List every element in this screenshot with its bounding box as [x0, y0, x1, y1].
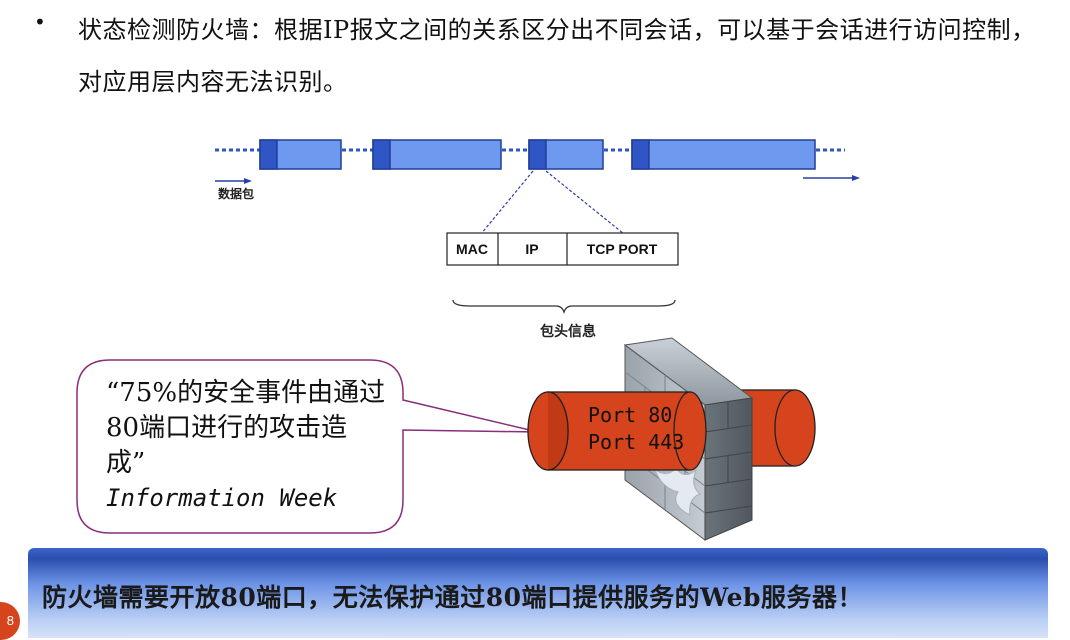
bullet-text: 状态检测防火墙：根据IP报文之间的关系区分出不同会话，可以基于会话进行访问控制，…	[78, 16, 1036, 96]
arrow-icon	[803, 175, 860, 181]
port-label: Port 443	[588, 430, 685, 454]
header-field-ip: IP	[525, 241, 538, 257]
conclusion-banner: 防火墙需要开放80端口，无法保护通过80端口提供服务的Web服务器！	[28, 548, 1048, 638]
packet-segment	[631, 139, 816, 170]
header-field-mac: MAC	[456, 241, 488, 257]
pipe	[527, 391, 707, 471]
port-labels: Port 80 Port 443	[588, 402, 684, 456]
packet-segment	[372, 139, 502, 170]
header-label: 包头信息	[540, 323, 596, 340]
port-label: Port 80	[588, 403, 673, 427]
zoom-line	[545, 170, 625, 235]
header-field-tcp-port: TCP PORT	[587, 241, 658, 257]
zoom-line	[480, 170, 534, 235]
callout-source: Information Week	[106, 484, 338, 512]
banner-text: 防火墙需要开放80端口，无法保护通过80端口提供服务的Web服务器！	[42, 583, 864, 612]
bullet-dot: •	[34, 10, 46, 34]
callout-bubble	[76, 359, 539, 534]
callout-quote: “75%的安全事件由通过80端口进行的攻击造成”	[106, 378, 386, 478]
header-fields-table: MAC IP TCP PORT	[446, 232, 679, 266]
arrow-icon	[215, 178, 252, 184]
brace	[452, 299, 676, 315]
packet-segment	[528, 139, 604, 170]
page-number-badge: 8	[0, 602, 20, 640]
packet-label: 数据包	[218, 186, 254, 201]
packet-segment	[259, 139, 342, 170]
callout-text: “75%的安全事件由通过80端口进行的攻击造成” Information Wee…	[106, 376, 386, 516]
